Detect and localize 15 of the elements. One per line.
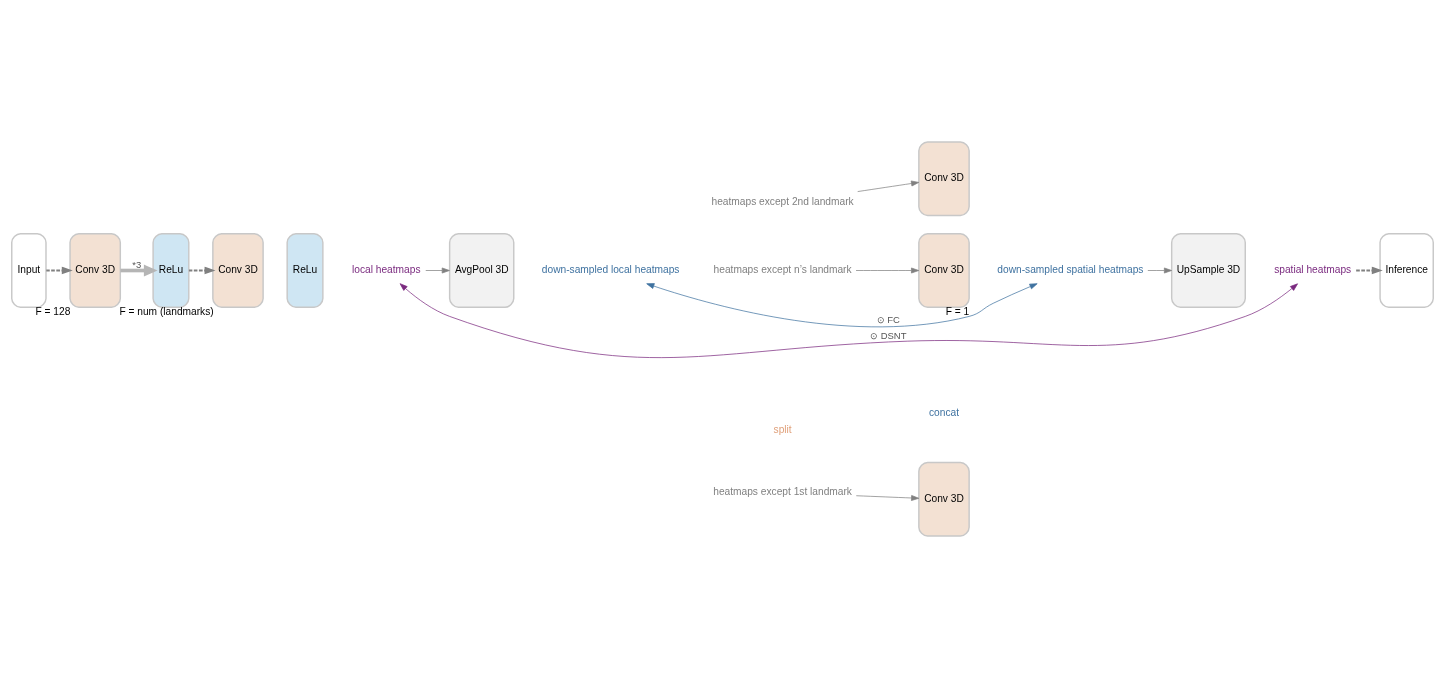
edge-label: ⊙ FC <box>876 313 900 325</box>
node-text: heatmaps except n’s landmark <box>713 263 852 275</box>
node-text: local heatmaps <box>351 263 421 275</box>
edge-label: *3 <box>132 258 142 270</box>
node-label: F = num (landmarks) <box>119 305 214 317</box>
node-label: F = 1 <box>945 305 970 317</box>
node-text: down-sampled spatial heatmaps <box>997 263 1144 275</box>
node-label: F = 128 <box>35 305 71 317</box>
node-text: heatmaps except 2nd landmark <box>711 195 854 207</box>
label: concat <box>928 406 959 418</box>
label: split <box>773 423 792 435</box>
node-text: down-sampled local heatmaps <box>541 263 680 275</box>
edge-label: ⊙ DSNT <box>870 329 907 341</box>
node-text: spatial heatmaps <box>1274 263 1352 275</box>
node-text: heatmaps except 1st landmark <box>713 485 852 497</box>
